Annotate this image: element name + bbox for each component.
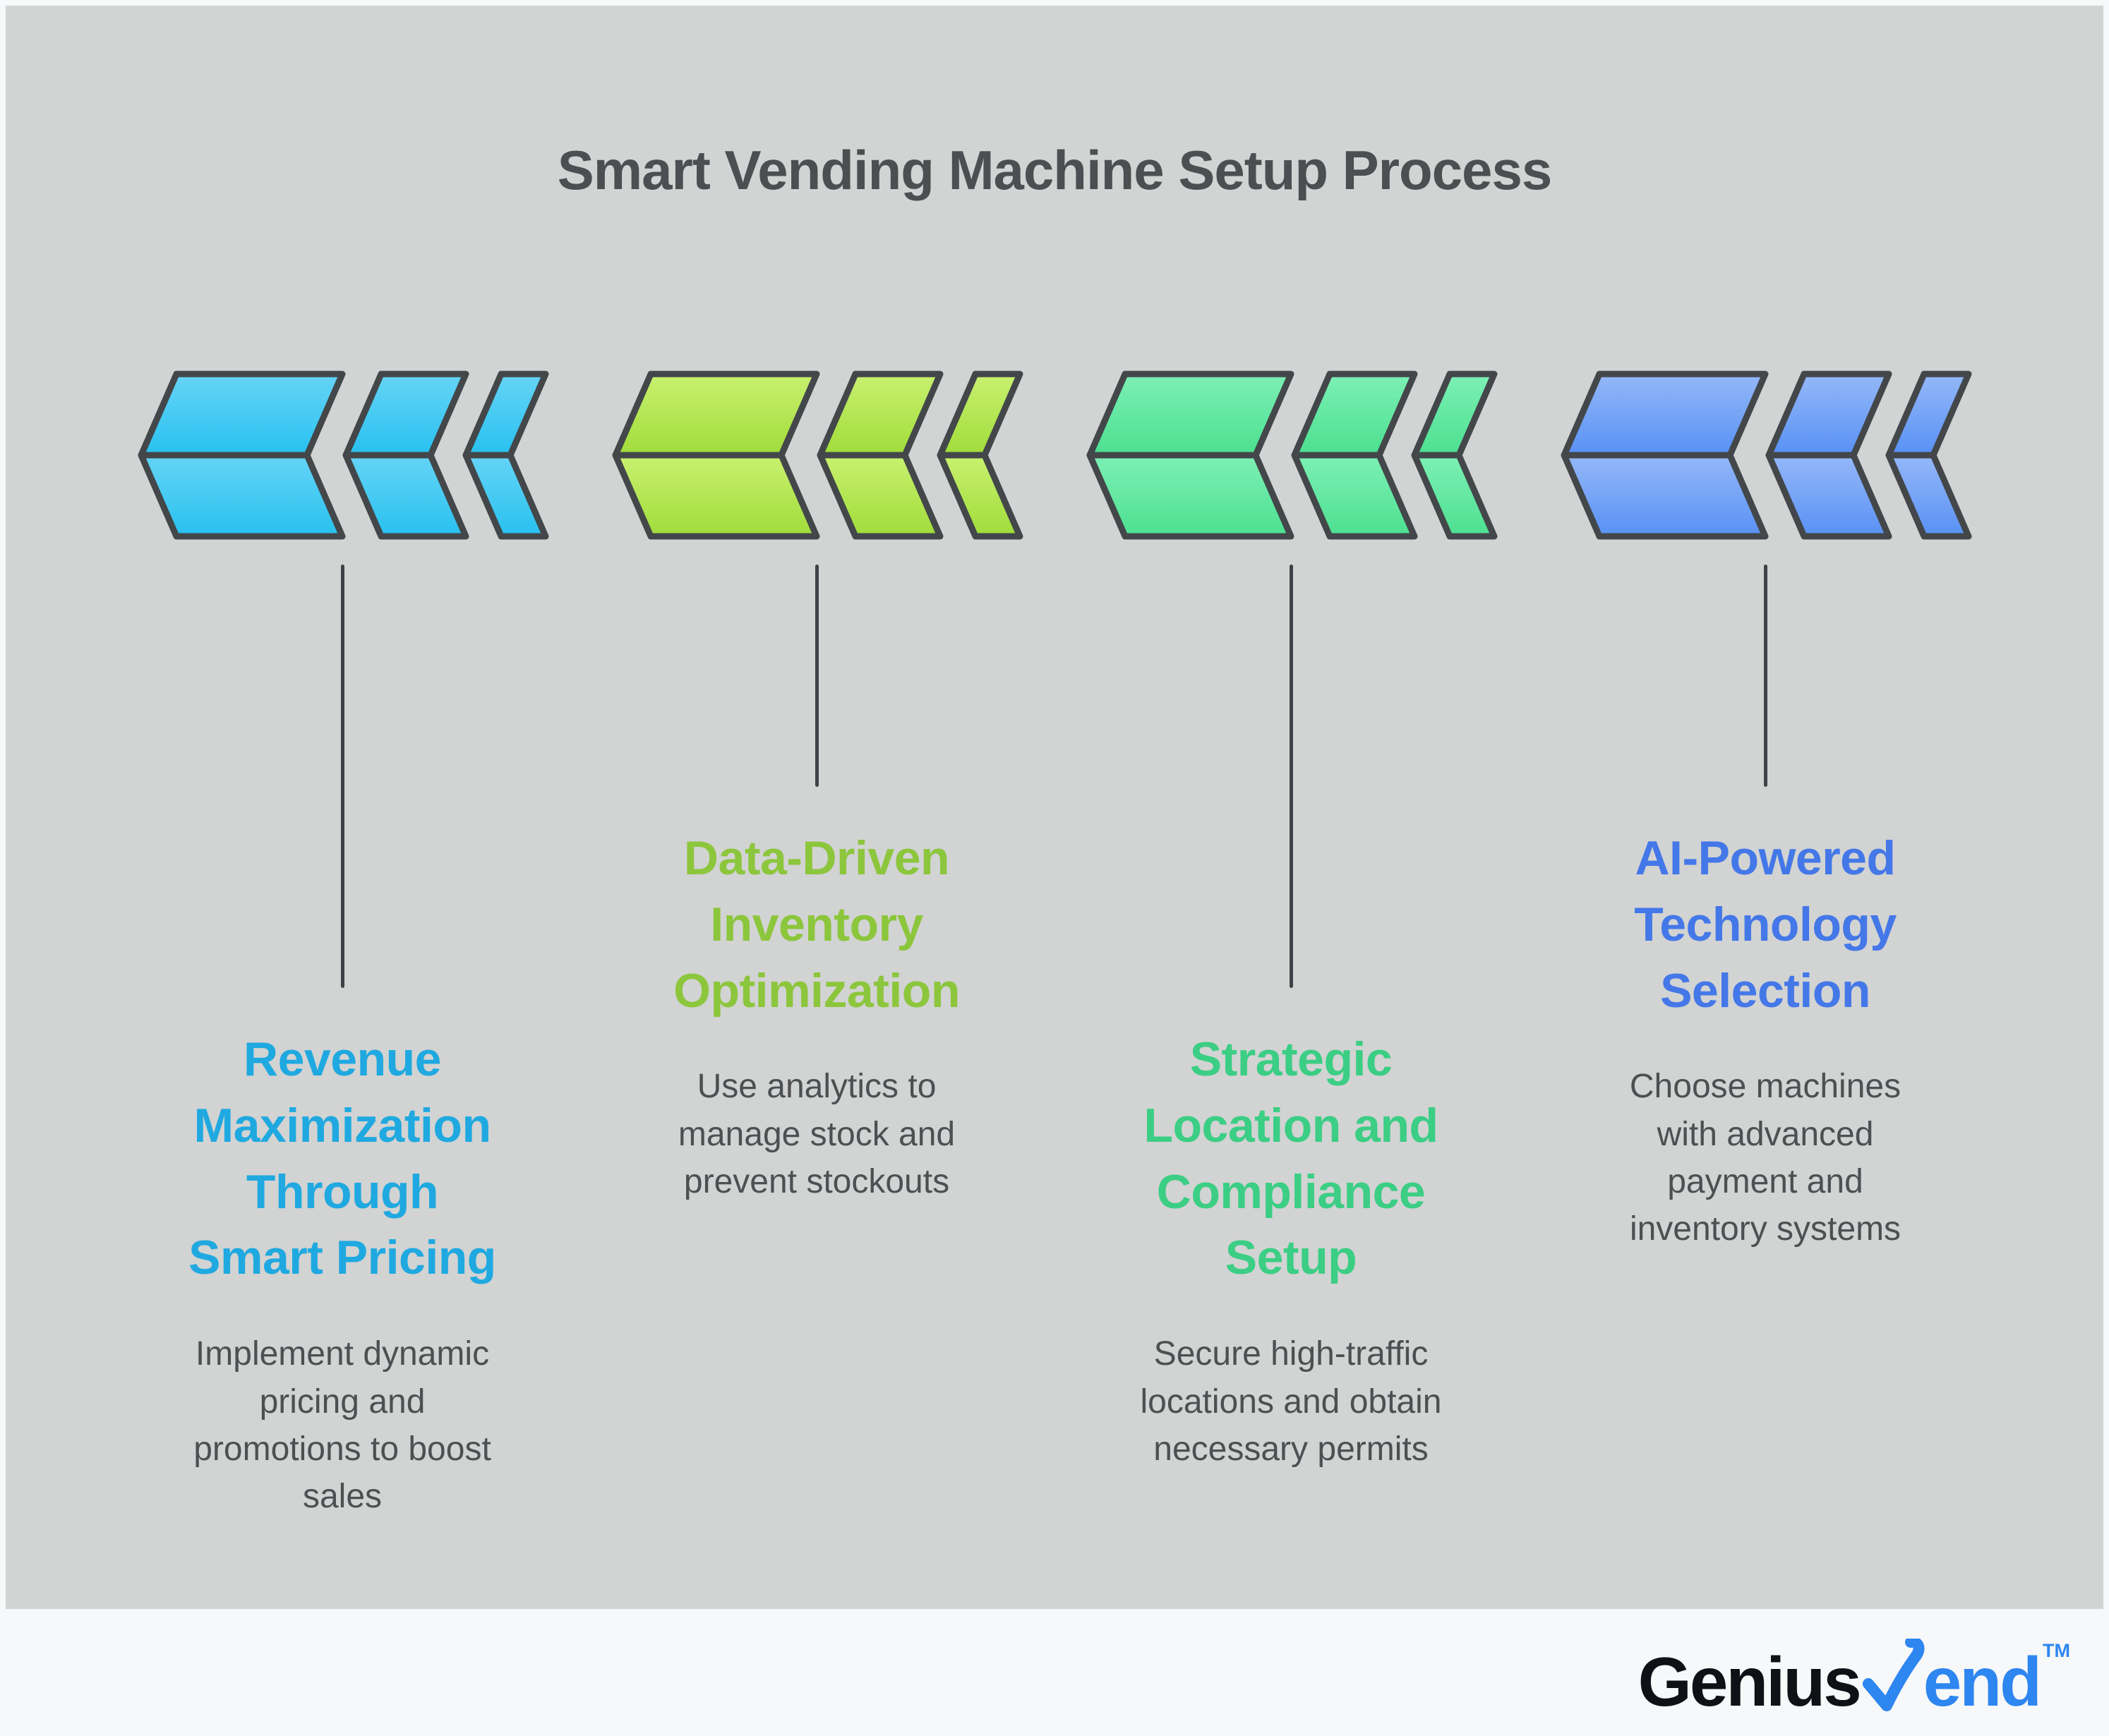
chevron-large-bottom [1086, 452, 1294, 540]
step-description: Choose machines with advanced payment an… [1629, 1068, 1901, 1248]
chevron-medium-bottom [342, 452, 469, 540]
step-description: Implement dynamic pricing and promotions… [193, 1335, 491, 1515]
chevron-large-bottom [138, 452, 346, 540]
logo-text-genius: Genius [1638, 1643, 1862, 1720]
step-column-3: Strategic Location and Compliance Setup … [1072, 1027, 1510, 1473]
chevron-arrow-group-2 [612, 370, 1023, 540]
chevron-small-top [1411, 370, 1498, 459]
chevron-large-top [138, 370, 346, 459]
step-column-1: Revenue Maximization Through Smart Prici… [124, 1027, 561, 1520]
chevron-arrow-group-3 [1086, 370, 1498, 540]
connector-line-3 [1290, 565, 1293, 988]
chevron-small-bottom [937, 452, 1023, 540]
chevron-large-top [1086, 370, 1294, 459]
chevron-medium-top [1291, 370, 1418, 459]
chevron-medium-bottom [1291, 452, 1418, 540]
step-description: Secure high-traffic locations and obtain… [1140, 1335, 1442, 1468]
checkmark-icon [1862, 1639, 1925, 1711]
chevron-medium-bottom [1765, 452, 1892, 540]
step-description: Use analytics to manage stock and preven… [678, 1068, 956, 1200]
chevron-medium-bottom [817, 452, 944, 540]
chevron-small-top [462, 370, 549, 459]
trademark-symbol: TM [2043, 1640, 2070, 1661]
chevron-small-bottom [1885, 452, 1972, 540]
chevron-medium-top [1765, 370, 1892, 459]
connector-line-1 [341, 565, 344, 988]
step-heading: Strategic Location and Compliance Setup [1143, 1032, 1438, 1285]
chevron-small-top [937, 370, 1023, 459]
chevron-large-bottom [1561, 452, 1769, 540]
connector-line-4 [1764, 565, 1767, 787]
chevron-large-top [612, 370, 820, 459]
connector-line-2 [815, 565, 819, 787]
chevron-small-bottom [462, 452, 549, 540]
background-panel [6, 6, 2103, 1609]
chevron-small-top [1885, 370, 1972, 459]
step-heading: AI-Powered Technology Selection [1634, 831, 1897, 1018]
step-heading: Data-Driven Inventory Optimization [673, 831, 960, 1018]
chevron-medium-top [817, 370, 944, 459]
step-heading: Revenue Maximization Through Smart Prici… [188, 1032, 496, 1285]
logo-text-end: end [1923, 1643, 2042, 1720]
chevron-small-bottom [1411, 452, 1498, 540]
step-column-4: AI-Powered Technology Selection Choose m… [1546, 826, 1984, 1253]
footer-band: Genius end TM [0, 1609, 2109, 1736]
step-column-2: Data-Driven Inventory Optimization Use a… [598, 826, 1035, 1205]
chevron-large-bottom [612, 452, 820, 540]
geniusvend-logo: Genius end TM [1638, 1639, 2070, 1716]
page-title: Smart Vending Machine Setup Process [557, 139, 1552, 201]
chevron-arrow-group-4 [1561, 370, 1972, 540]
chevron-medium-top [342, 370, 469, 459]
chevron-large-top [1561, 370, 1769, 459]
chevron-arrow-group-1 [138, 370, 549, 540]
